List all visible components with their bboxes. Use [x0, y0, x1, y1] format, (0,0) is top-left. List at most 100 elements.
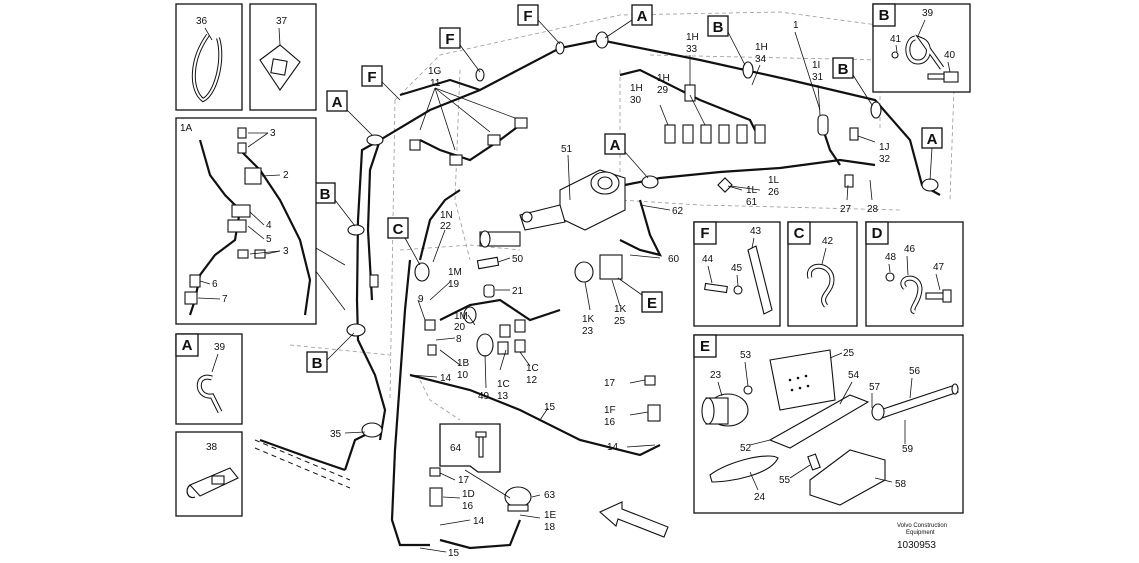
svg-text:5: 5	[266, 234, 272, 245]
marker-boxes: F A F F A B B A A B C B E	[306, 4, 943, 373]
svg-text:19: 19	[448, 279, 460, 290]
svg-text:29: 29	[657, 85, 669, 96]
manufacturer-note-line-1: Volvo Construction	[897, 523, 947, 529]
marker-c1: C	[387, 217, 421, 266]
svg-text:10: 10	[457, 370, 469, 381]
svg-text:16: 16	[604, 417, 616, 428]
svg-text:1H: 1H	[657, 73, 670, 84]
svg-text:1: 1	[793, 20, 799, 31]
detail-64-box	[439, 423, 511, 499]
svg-text:31: 31	[812, 72, 824, 83]
svg-text:7: 7	[222, 294, 228, 305]
svg-text:1L: 1L	[746, 185, 758, 196]
svg-text:23: 23	[582, 326, 594, 337]
svg-text:3: 3	[270, 128, 276, 139]
svg-text:32: 32	[879, 154, 891, 165]
svg-text:D: D	[872, 225, 883, 242]
svg-text:A: A	[332, 94, 343, 111]
svg-text:3: 3	[283, 246, 289, 257]
marker-b2: B	[832, 57, 873, 106]
svg-text:1M: 1M	[454, 311, 468, 322]
figure-footer: Volvo Construction Equipment 1030953	[897, 523, 947, 551]
detail-f-panel: F 43 44 45	[693, 221, 781, 327]
svg-text:F: F	[445, 31, 454, 48]
svg-text:50: 50	[512, 254, 524, 265]
svg-text:1B: 1B	[457, 358, 470, 369]
svg-text:58: 58	[895, 479, 907, 490]
svg-text:39: 39	[214, 342, 226, 353]
svg-text:C: C	[794, 225, 805, 242]
svg-text:1I: 1I	[812, 60, 820, 71]
leader-lines	[284, 31, 876, 553]
marker-a1: A	[604, 4, 653, 39]
detail-e-panel: E 53 25 23 54 57 56 59 52 24 55 58	[693, 334, 964, 514]
svg-text:55: 55	[779, 475, 791, 486]
svg-text:39: 39	[922, 8, 934, 19]
svg-text:61: 61	[746, 197, 758, 208]
svg-text:2: 2	[283, 170, 289, 181]
svg-text:53: 53	[740, 350, 752, 361]
svg-text:C: C	[393, 221, 404, 238]
detail-1a-panel: 1A 3 2 4 5 3 6 7	[175, 117, 317, 325]
svg-text:57: 57	[869, 382, 881, 393]
svg-text:1H: 1H	[630, 83, 643, 94]
svg-text:41: 41	[890, 34, 902, 45]
detail-37-panel: 37	[249, 3, 317, 111]
svg-text:B: B	[713, 19, 724, 36]
svg-text:37: 37	[276, 16, 288, 27]
svg-text:51: 51	[561, 144, 573, 155]
marker-e1: E	[617, 277, 663, 313]
figure-number: 1030953	[897, 540, 936, 551]
svg-text:4: 4	[266, 220, 272, 231]
svg-text:14: 14	[440, 373, 452, 384]
svg-text:56: 56	[909, 366, 921, 377]
svg-text:1H: 1H	[755, 42, 768, 53]
svg-text:26: 26	[768, 187, 780, 198]
svg-text:24: 24	[754, 492, 766, 503]
detail-38-panel: 38	[175, 431, 243, 517]
svg-text:14: 14	[607, 442, 619, 453]
svg-text:F: F	[700, 225, 709, 242]
svg-text:15: 15	[544, 402, 556, 413]
svg-text:1H: 1H	[686, 32, 699, 43]
svg-text:17: 17	[458, 475, 470, 486]
svg-text:A: A	[927, 131, 938, 148]
svg-text:60: 60	[668, 254, 680, 265]
svg-text:25: 25	[843, 348, 855, 359]
svg-text:25: 25	[614, 316, 626, 327]
svg-text:1C: 1C	[497, 379, 510, 390]
svg-text:20: 20	[454, 322, 466, 333]
marker-a2: A	[326, 90, 373, 136]
overhead-connectors	[409, 84, 859, 193]
svg-text:46: 46	[904, 244, 916, 255]
svg-text:44: 44	[702, 254, 714, 265]
marker-f1: F	[517, 4, 561, 45]
svg-text:47: 47	[933, 262, 945, 273]
svg-text:64: 64	[450, 443, 462, 454]
svg-text:1E: 1E	[544, 510, 557, 521]
svg-text:E: E	[700, 338, 710, 355]
svg-text:9: 9	[418, 294, 424, 305]
svg-text:63: 63	[544, 490, 556, 501]
marker-a4: A	[604, 133, 649, 179]
svg-text:49: 49	[478, 391, 490, 402]
svg-text:A: A	[637, 8, 648, 25]
svg-text:F: F	[367, 69, 376, 86]
svg-text:45: 45	[731, 263, 743, 274]
svg-text:22: 22	[440, 221, 452, 232]
detail-b-panel: B 39 41 40	[872, 3, 971, 93]
cigarette-lighter-unit	[479, 169, 626, 248]
svg-text:B: B	[838, 61, 849, 78]
marker-f2: F	[439, 27, 481, 73]
svg-text:1K: 1K	[614, 304, 627, 315]
svg-text:B: B	[879, 7, 890, 24]
svg-text:1L: 1L	[768, 175, 780, 186]
svg-text:18: 18	[544, 522, 556, 533]
svg-text:12: 12	[526, 375, 538, 386]
marker-b3: B	[314, 182, 356, 227]
detail-d-panel: D 46 48 47	[865, 221, 964, 327]
svg-text:15: 15	[448, 548, 460, 559]
svg-text:6: 6	[212, 279, 218, 290]
svg-text:52: 52	[740, 443, 752, 454]
